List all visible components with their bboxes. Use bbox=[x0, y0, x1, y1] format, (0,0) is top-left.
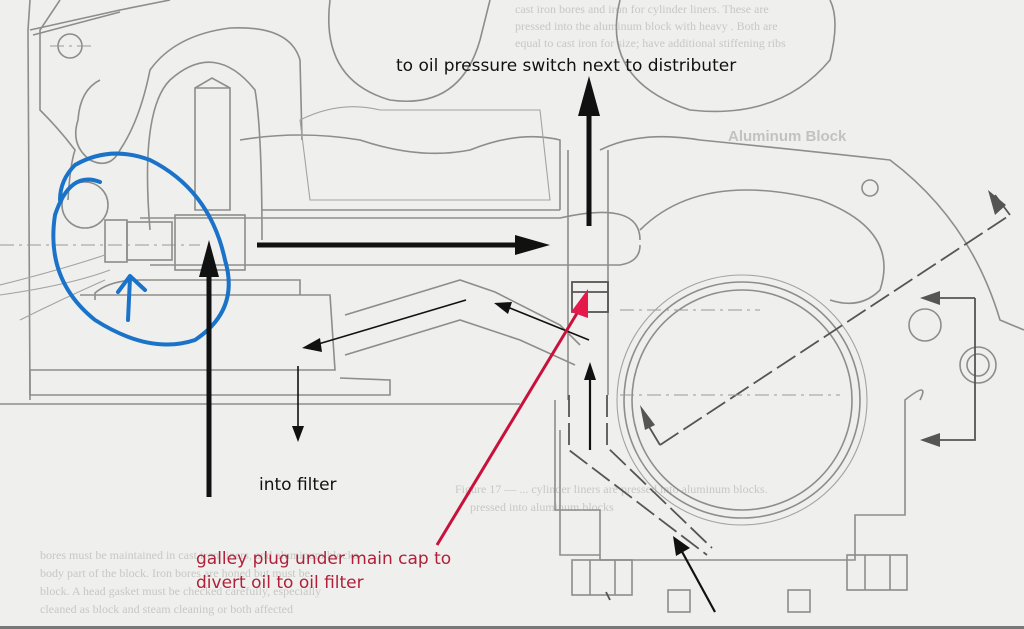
tick bbox=[605, 591, 611, 601]
crank-bore-ring bbox=[616, 274, 868, 526]
section-arrowhead bbox=[920, 433, 940, 447]
plug-fitting-round bbox=[61, 181, 109, 229]
label-galley-plug-line1: galley plug under main cap to bbox=[196, 549, 452, 569]
book-text-line: cast iron bores and iron for cylinder li… bbox=[515, 2, 769, 16]
stud-outer bbox=[959, 346, 997, 384]
main-passage-upper bbox=[140, 209, 641, 241]
filter-base bbox=[94, 279, 301, 300]
cap-stud-small bbox=[667, 589, 691, 613]
arrow-right-to-switch-icon bbox=[515, 235, 550, 255]
section-box-right bbox=[925, 298, 976, 441]
cam-bore-top bbox=[615, 0, 836, 113]
block-outline-right bbox=[599, 135, 1024, 331]
flow-arrow-shaft bbox=[679, 547, 716, 613]
flow-arrow-up-left-icon bbox=[673, 536, 690, 556]
blue-arrow-up-icon bbox=[116, 274, 147, 322]
block-outline-left bbox=[27, 0, 76, 401]
label-into-filter: into filter bbox=[259, 475, 337, 495]
section-line bbox=[659, 214, 1011, 446]
main-passage-lower bbox=[150, 244, 641, 266]
blue-highlight-circle bbox=[51, 151, 231, 347]
scan-edge bbox=[0, 626, 1024, 629]
book-text-line: pressed into the aluminum block with hea… bbox=[515, 19, 778, 33]
book-heading: Aluminum Block bbox=[728, 128, 847, 145]
book-text-line: block. A head gasket must be checked car… bbox=[40, 584, 322, 598]
book-text-line: cleaned as block and steam cleaning or b… bbox=[40, 602, 294, 616]
flow-arrow-down-icon bbox=[292, 426, 304, 442]
flow-arrow-left-icon bbox=[494, 302, 512, 314]
dashed-passage-right bbox=[606, 395, 713, 549]
dowel-hole bbox=[908, 308, 942, 342]
flow-arrow-shaft bbox=[504, 305, 590, 341]
book-text-line: equal to cast iron for size; have additi… bbox=[515, 36, 786, 50]
label-galley-plug-line2: divert oil to oil filter bbox=[196, 573, 364, 593]
cap-bolt-left bbox=[571, 559, 633, 596]
small-hole bbox=[861, 179, 879, 197]
filter-boss-inner bbox=[194, 77, 231, 211]
book-text-line: body part of the block. Iron bores are h… bbox=[40, 566, 310, 580]
main-cap bbox=[554, 389, 924, 561]
arrow-up-into-filter-icon bbox=[199, 240, 219, 277]
filter-mount-plate bbox=[29, 294, 391, 396]
filter-boss bbox=[146, 61, 263, 241]
casting-upper-left bbox=[29, 0, 303, 165]
crank-bore-inner bbox=[631, 289, 853, 511]
crank-bore-outer bbox=[623, 281, 861, 519]
galley-plug bbox=[571, 281, 609, 313]
bearing-cap-web bbox=[639, 189, 885, 305]
diagonal-passage-lower bbox=[344, 319, 576, 366]
red-pointer-arrow-icon bbox=[571, 289, 588, 318]
flow-arrow-shaft bbox=[314, 299, 467, 346]
upper-band-inner bbox=[299, 106, 551, 201]
plug-body bbox=[126, 221, 173, 261]
dashed-passage-left bbox=[568, 395, 708, 556]
red-pointer-shaft bbox=[435, 304, 584, 546]
flow-arrow-left-icon bbox=[302, 338, 322, 352]
bore-top-middle bbox=[328, 0, 491, 102]
cap-stud-small bbox=[787, 589, 811, 613]
section-arrowhead bbox=[988, 190, 1006, 215]
cap-bolt-right bbox=[846, 554, 908, 591]
main-cap-body bbox=[559, 430, 600, 556]
flow-arrow-up-icon bbox=[584, 362, 596, 380]
book-figure-caption: Figure 17 — ... cylinder liners are pres… bbox=[455, 482, 768, 496]
book-text-line: bores must be maintained in cast iron li… bbox=[40, 548, 359, 562]
section-arrowhead bbox=[920, 291, 940, 305]
arrow-up-to-switch-icon bbox=[578, 76, 600, 116]
stud-inner bbox=[966, 353, 990, 377]
label-to-oil-pressure-switch: to oil pressure switch next to distribut… bbox=[396, 56, 737, 76]
upper-band bbox=[239, 134, 561, 210]
section-arrowhead bbox=[640, 405, 655, 430]
